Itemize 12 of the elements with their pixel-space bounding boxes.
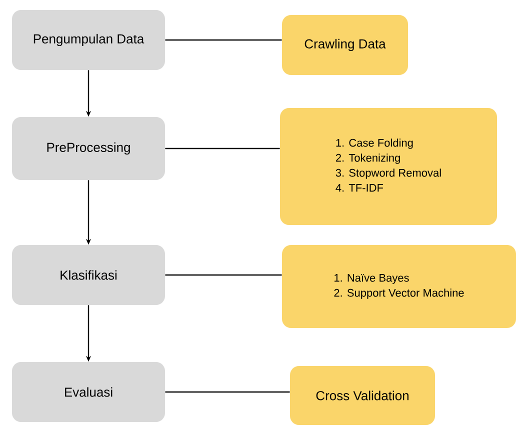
detail-box: 1. Naïve Bayes 2. Support Vector Machine [282,245,516,328]
process-box: Klasifikasi [12,245,165,305]
process-box: Evaluasi [12,362,165,422]
detail-box: 1. Case Folding 2. Tokenizing 3. Stopword Removal 4. TF-IDF [280,108,497,225]
detail-box: Cross Validation [290,366,435,425]
connector-line [165,391,290,393]
detail-box: Crawling Data [282,15,408,75]
connector-line [165,39,282,41]
process-box: PreProcessing [12,117,165,180]
process-box: Pengumpulan Data [12,10,165,70]
connector-line [165,148,280,150]
connector-line [165,274,282,276]
